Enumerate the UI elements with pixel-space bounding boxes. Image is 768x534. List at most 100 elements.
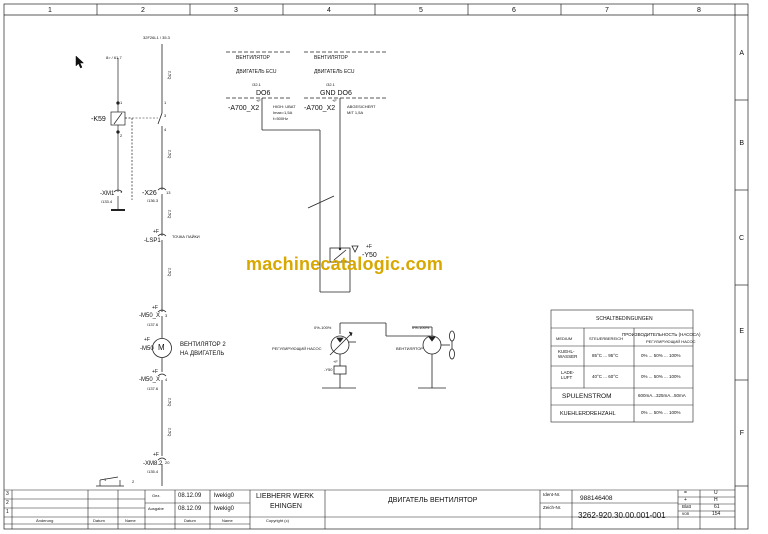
outer-frame: [3, 3, 749, 530]
row-letter: B: [739, 140, 744, 147]
location-symbol: +: [684, 497, 687, 503]
watermark-text: machinecatalogic.com: [246, 254, 444, 274]
sheet-number: 61: [714, 504, 720, 510]
copyright: Copyright (c): [266, 518, 289, 523]
pump-label: РЕГУЛИРУЮЩИЙ НАСОС: [272, 346, 322, 351]
contact-pin: 1: [164, 100, 167, 105]
xm8-label: -XM8.2: [143, 461, 163, 467]
column-number: 4: [327, 7, 331, 14]
row-letter: E: [739, 328, 744, 335]
k59-pin: 1: [120, 100, 123, 105]
table-header: ПРОИЗВОДИТЕЛЬНОСТЬ (НАСОСА): [622, 332, 701, 337]
wire-reference: 32F26L1 / 35.3: [143, 35, 170, 40]
ecu-boxes: [226, 51, 386, 99]
column-number: 8: [697, 7, 701, 14]
gez-date: 08.12.09: [178, 493, 202, 499]
footer-name: Name: [222, 518, 233, 523]
revision-footer: Änderung: [36, 518, 54, 523]
ausgabe-label: Ausgabe: [148, 506, 164, 511]
sheet-total: 154: [712, 511, 721, 517]
a700-plus-f: +F: [332, 98, 337, 103]
sheet-total-label: von: [682, 511, 690, 516]
m50-label: -M50: [140, 346, 154, 352]
ausgabe-date: 08.12.09: [178, 506, 202, 512]
sheet-label: Blatt: [682, 504, 692, 509]
ecu-subheading: ДВИГАТЕЛЬ ECU: [236, 69, 277, 75]
ecu-heading: ВЕНТИЛЯТОР: [236, 55, 270, 61]
table-cell-output: 0% ... 50% ... 100%: [641, 374, 681, 379]
gez-label: Gez.: [152, 493, 161, 498]
ausgabe-name: lwekig0: [214, 506, 235, 512]
ecu-subheading: ДВИГАТЕЛЬ ECU: [314, 69, 355, 75]
contact-pin: 4: [164, 127, 167, 132]
conditions-table: [550, 309, 694, 423]
m50-description: ВЕНТИЛЯТОР 2: [180, 342, 226, 348]
xm8-reference: /135.4: [147, 469, 159, 474]
column-number: 1: [48, 7, 52, 14]
x26-label: -X26: [142, 190, 157, 197]
xm1-label: -XM1: [100, 191, 115, 197]
xm8-pin: 20: [165, 460, 170, 465]
location-value: H: [714, 497, 718, 503]
revision-row: 2: [6, 500, 9, 506]
m50x2-label: -M50_X: [139, 377, 161, 383]
wire-gauge: 2,5Q: [167, 149, 173, 159]
company-name: LIEBHERR WERK: [256, 493, 314, 500]
contact-pin: 3: [164, 113, 167, 118]
xm8-plus-f: +F: [153, 452, 159, 458]
main-wire: [157, 44, 167, 486]
xm1-reference: /133.4: [101, 199, 113, 204]
a700-note: HIGH: UBAT: [273, 104, 296, 109]
wire-gauge: 2,5Q: [167, 267, 173, 277]
lsp-description: ТОЧКА ПАЙКИ: [172, 234, 200, 239]
mouse-pointer-icon: [75, 55, 85, 69]
m50-description: НА ДВИГАТЕЛЬ: [180, 351, 225, 357]
a700-note: MIT 1,5A: [347, 110, 364, 115]
table-title: SCHALTBEDINGUNGEN: [596, 316, 653, 322]
wire-gauge: 2,5Q: [167, 427, 173, 437]
wire-gauge: 2,5Q: [167, 70, 173, 80]
wire-gauge: 2,5Q: [167, 397, 173, 407]
y50-plus-f: +F: [366, 244, 372, 250]
column-number: 5: [419, 7, 423, 14]
revision-row: 1: [6, 509, 9, 515]
k59-reference: 8> / 61.7: [106, 55, 122, 60]
column-number: 2: [141, 7, 145, 14]
pump-y50-plus-f: +F: [333, 359, 338, 364]
assignment-value: U: [714, 490, 718, 496]
kuehler-value: 0% ... 50% ... 100%: [641, 410, 681, 415]
lsp-label: -LSP1: [144, 238, 161, 244]
table-cell-output: 0% ... 50% ... 100%: [641, 353, 681, 358]
drawing-title: ДВИГАТЕЛЬ ВЕНТИЛЯТОР: [388, 497, 478, 504]
table-cell-range: 40°C ... 60°C: [592, 374, 619, 379]
fan-label: ВЕНТИЛЯТОР: [396, 346, 424, 351]
m50x2-reference: /137.6: [147, 386, 159, 391]
ecu-reference: /32.1: [252, 82, 261, 87]
a700-label: -A700_X2: [228, 105, 260, 112]
regulating-pump: [322, 322, 387, 389]
title-block: [4, 489, 735, 529]
xm1-pin: 1: [120, 189, 123, 194]
a700-label: -A700_X2: [304, 105, 336, 112]
bottom-switch: [96, 476, 124, 487]
revision-footer: Name: [125, 518, 136, 523]
footer-date: Datum: [184, 518, 196, 523]
m50x2-pin: 4: [165, 377, 168, 382]
row-letter: F: [739, 430, 744, 437]
x26-reference: /136.3: [147, 198, 159, 203]
assignment-symbol: =: [684, 490, 687, 496]
a700-note: f=500Hz: [273, 116, 289, 121]
fan-motor-m50: [152, 338, 172, 358]
table-header: РЕГУЛИРУЮЩИЙ НАСОС: [646, 339, 696, 344]
spulenstrom-value: 600mA...325mA...50mA: [638, 393, 686, 398]
hydraulic-fan-motor: [386, 326, 455, 389]
motor-symbol: M: [158, 343, 165, 352]
switch-pin: 2: [132, 479, 135, 484]
column-number: 6: [512, 7, 516, 14]
m50x-reference: /137.6: [147, 322, 159, 327]
column-number: 3: [234, 7, 238, 14]
table-cell-medium: KUEHL- WASSER: [558, 349, 578, 359]
a700-note: ABGESICHERT: [347, 104, 376, 109]
ecu-reference: /32.1: [326, 82, 335, 87]
